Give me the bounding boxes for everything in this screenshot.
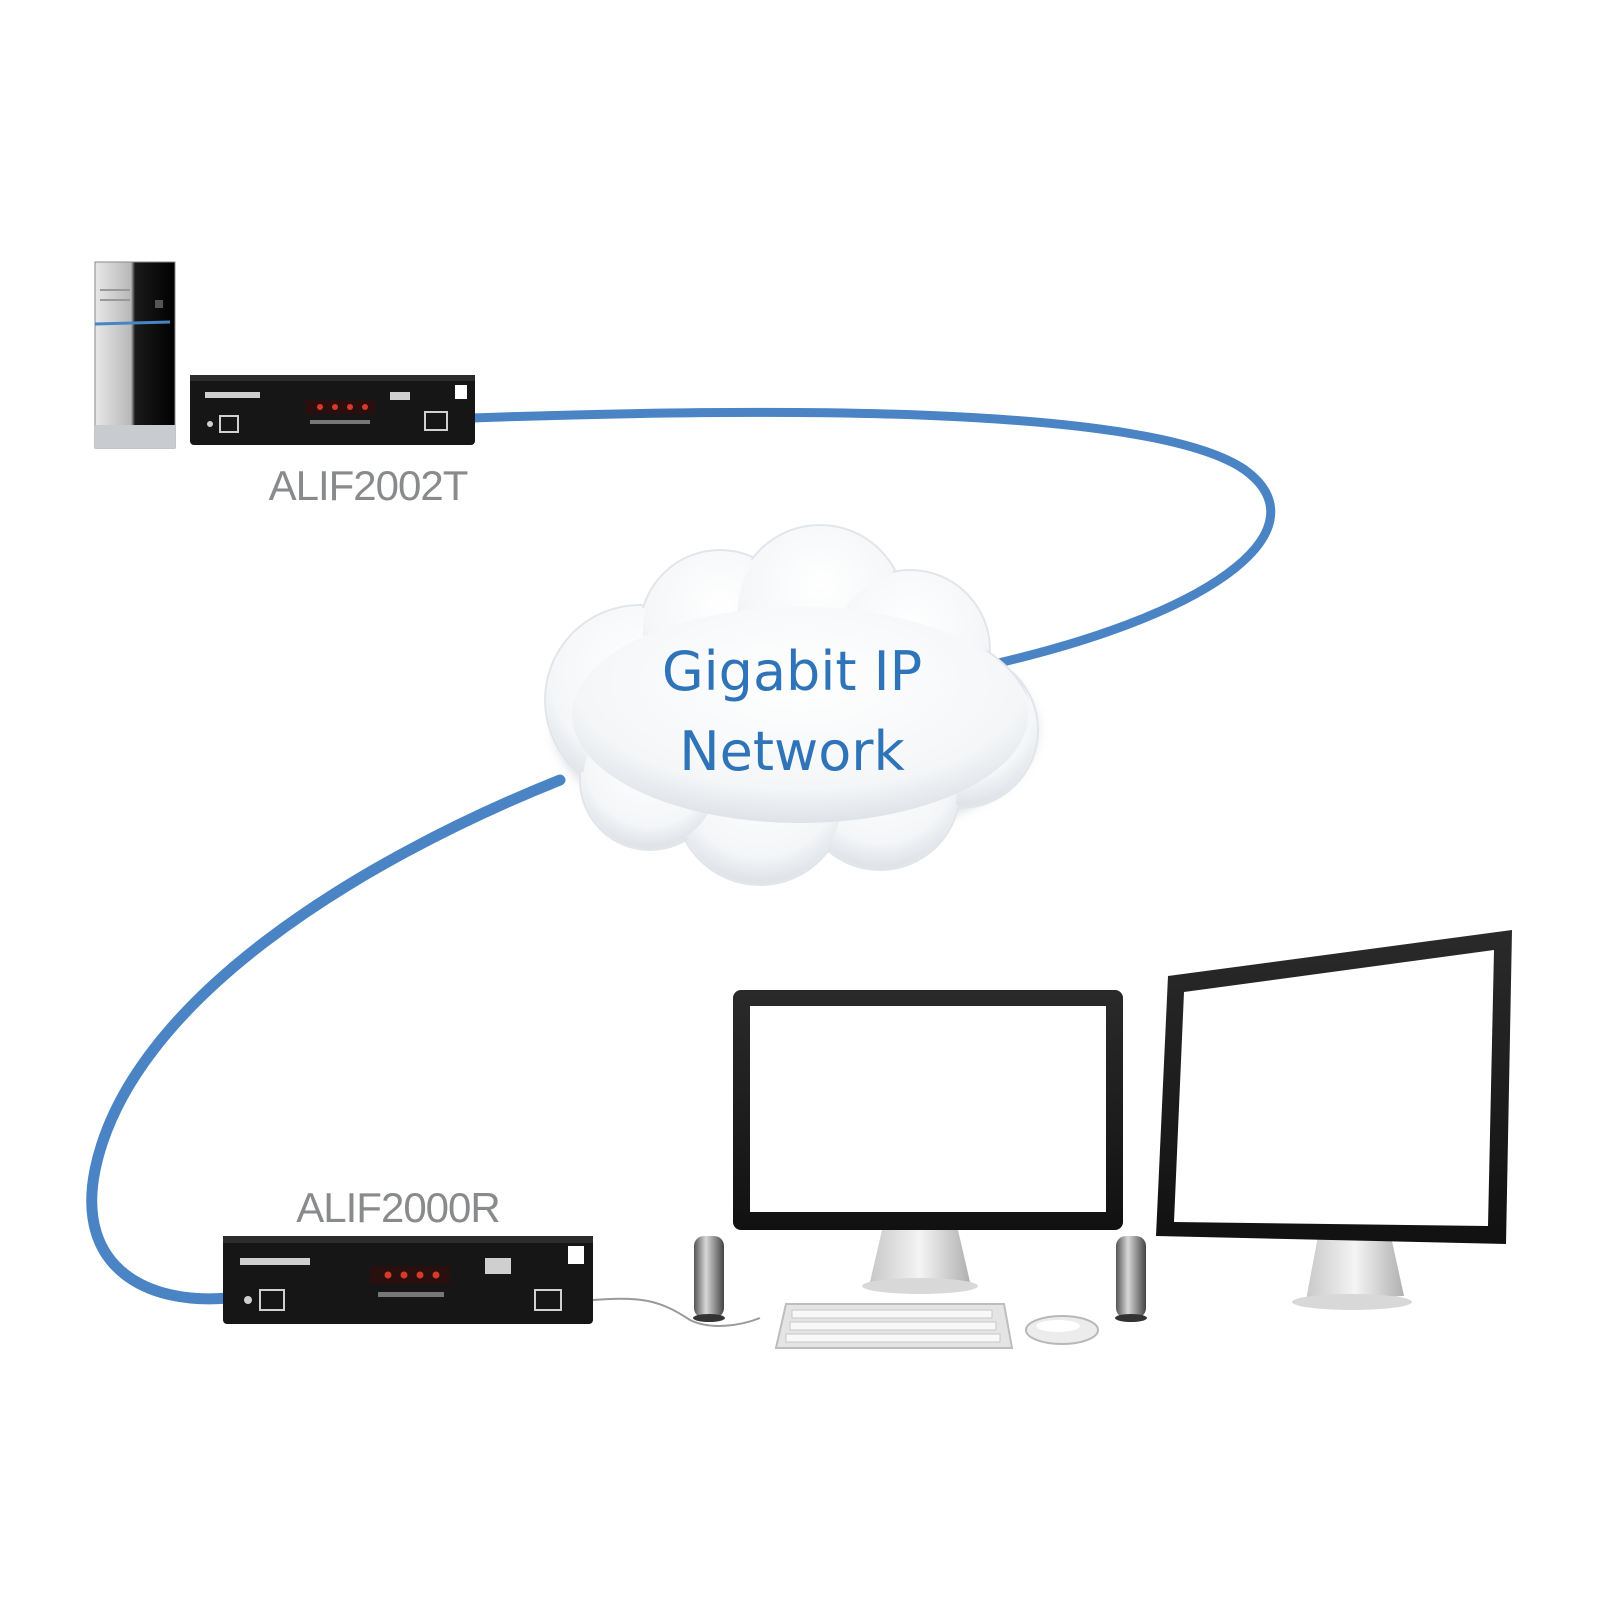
mouse-icon bbox=[1025, 1315, 1099, 1345]
network-label-line2: Network bbox=[679, 720, 905, 783]
transmitter-device-icon bbox=[190, 375, 475, 445]
receiver-label: ALIF2000R bbox=[296, 1184, 499, 1231]
right-speaker-icon bbox=[1115, 1236, 1147, 1322]
network-label-line1: Gigabit IP bbox=[662, 640, 922, 703]
cable-network-to-receiver bbox=[86, 774, 566, 1305]
transmitter-label: ALIF2002T bbox=[269, 462, 468, 509]
keyboard-icon bbox=[774, 1303, 1014, 1349]
pc-tower-icon bbox=[94, 261, 176, 449]
left-monitor-icon bbox=[733, 990, 1123, 1294]
cloud-network-icon bbox=[544, 524, 1039, 886]
cable-transmitter-to-network bbox=[467, 407, 1276, 670]
cable-receiver-to-desk bbox=[592, 1297, 761, 1327]
right-monitor-icon bbox=[1156, 930, 1512, 1310]
left-speaker-icon bbox=[693, 1236, 725, 1322]
receiver-device-icon bbox=[223, 1236, 593, 1324]
